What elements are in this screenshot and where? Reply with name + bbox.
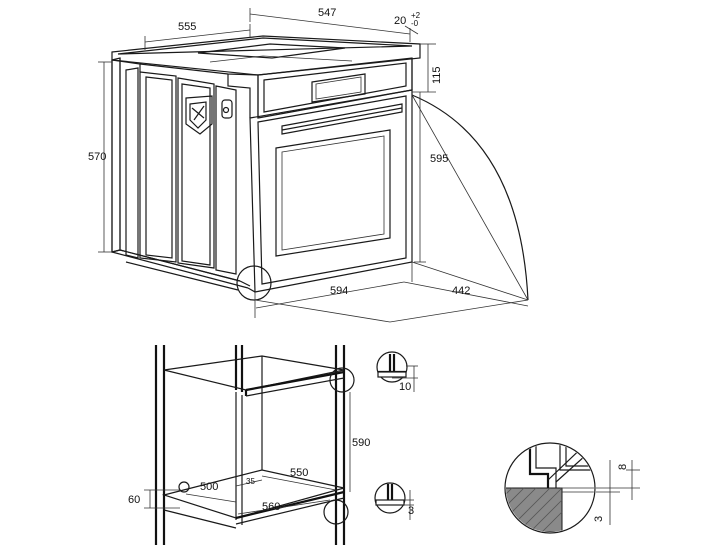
dim-niche-base-width: 560	[262, 501, 280, 513]
dim-top-gap: 20	[394, 15, 406, 27]
dim-vent-offset: 35	[246, 477, 255, 486]
dimension-lines-top: 555 547 20 +2 -0 115 570 595 594 442	[88, 7, 529, 309]
dimension-lines-niche: 590 550 500 35 60 560	[128, 392, 370, 515]
detail-callout-top: 10	[376, 351, 418, 393]
dim-frame-height: 115	[431, 66, 443, 84]
dim-front-height: 595	[430, 153, 448, 165]
dim-niche-gap-top: 10	[399, 381, 411, 393]
oven-isometric	[111, 35, 529, 323]
dim-niche-depth: 550	[290, 467, 308, 479]
niche-drawing	[154, 345, 355, 545]
dim-top-width: 547	[318, 7, 336, 19]
dim-niche-height: 590	[352, 437, 370, 449]
dim-vent-size: 60	[128, 494, 140, 506]
dim-top-gap-tol-minus: -0	[411, 19, 419, 28]
dim-niche-gap-bottom: 3	[408, 505, 414, 517]
dim-detail-8: 8	[617, 464, 629, 470]
dim-front-width: 594	[330, 285, 348, 297]
dim-niche-width: 500	[200, 481, 218, 493]
detail-section-right: 8 3	[504, 442, 640, 534]
dim-detail-3: 3	[593, 516, 605, 522]
dim-top-gap-tol-plus: +2	[411, 11, 421, 20]
dim-side-height: 570	[88, 151, 106, 163]
detail-callout-bottom: 3	[374, 482, 414, 520]
dim-door-swing: 442	[452, 285, 470, 297]
dim-top-depth: 555	[178, 21, 196, 33]
